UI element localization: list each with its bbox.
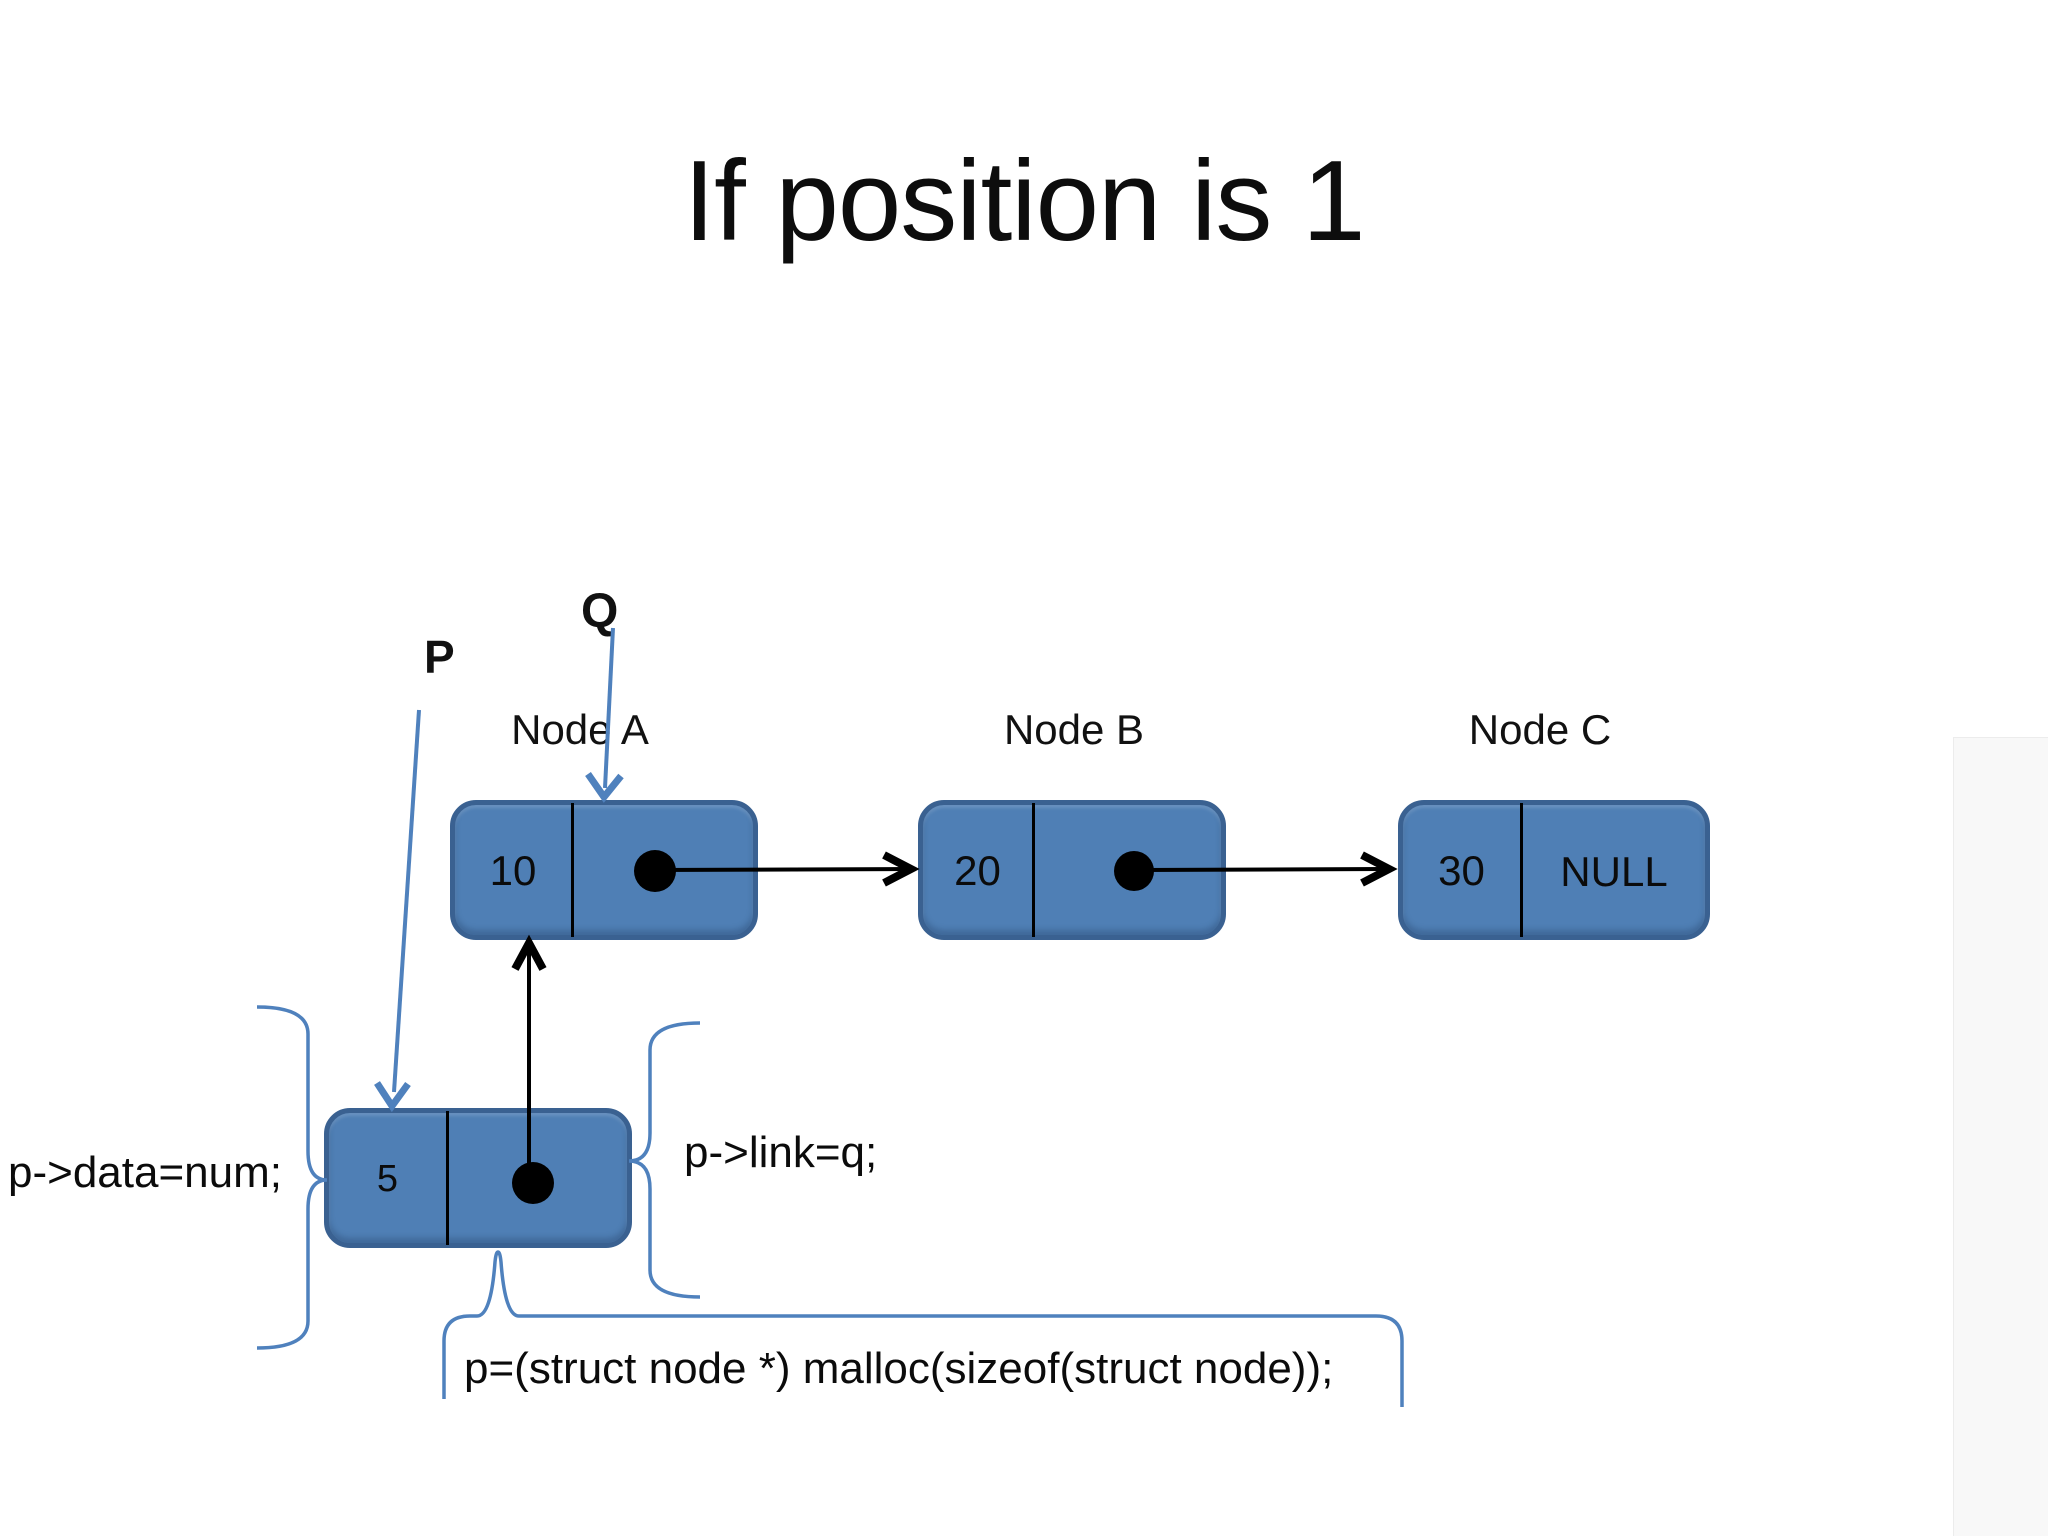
node-c-title: Node C — [1468, 706, 1612, 753]
arrow-p — [374, 709, 421, 1113]
code-malloc-stmt: p=(struct node *) malloc(sizeof(struct n… — [464, 1344, 1334, 1393]
pointer-q-label: Q — [581, 585, 619, 638]
pointer-p-label: P — [424, 631, 455, 683]
node-a-data-value: 10 — [489, 847, 537, 894]
node-c-null-text: NULL — [1560, 848, 1668, 895]
slide-edge-artifact — [1953, 737, 2048, 1536]
node-b-link-dot — [1114, 851, 1154, 891]
new-node-data-value: 5 — [376, 1158, 399, 1200]
node-b-data-value: 20 — [954, 847, 1001, 894]
new-node-box: 5 — [324, 1108, 632, 1248]
new-node-divider — [446, 1111, 449, 1245]
node-a-title: Node A — [511, 706, 649, 753]
node-b-box: 20 — [918, 800, 1226, 940]
node-a-box: 10 — [450, 800, 758, 940]
node-c-data-value: 30 — [1438, 847, 1485, 894]
node-b-divider — [1032, 803, 1035, 937]
node-a-divider — [571, 803, 574, 937]
new-node-link-dot — [512, 1162, 554, 1204]
code-data-assign: p->data=num; — [8, 1148, 282, 1197]
node-b-title: Node B — [1003, 706, 1145, 753]
node-c-box: 30 NULL — [1398, 800, 1710, 940]
node-c-divider — [1520, 803, 1523, 937]
code-link-assign: p->link=q; — [684, 1128, 878, 1177]
node-a-link-dot — [634, 850, 676, 892]
slide-title: If position is 1 — [683, 138, 1365, 265]
